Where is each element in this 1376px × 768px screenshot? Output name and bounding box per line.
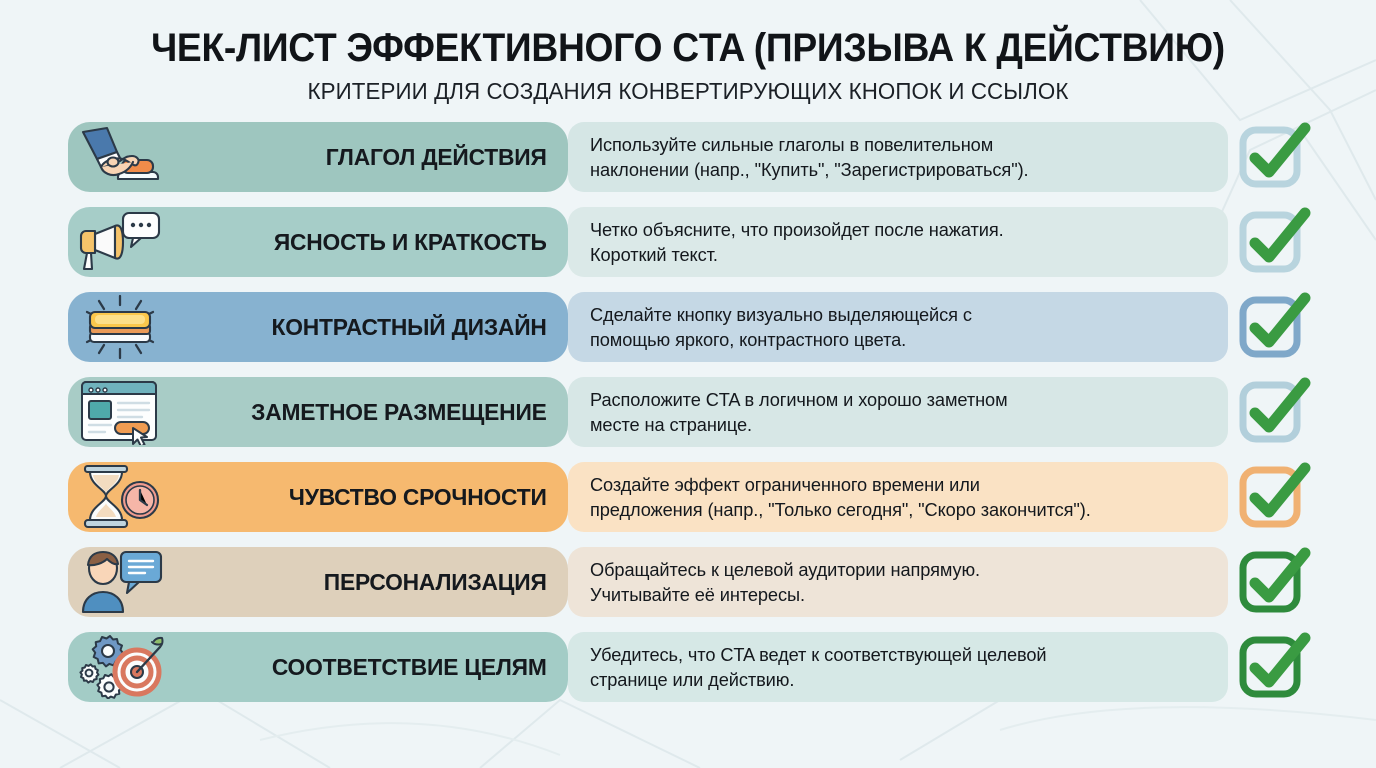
checkbox-checked[interactable] (1238, 461, 1311, 533)
description-line: Обращайтесь к целевой аудитории напрямую… (590, 559, 981, 580)
description-line: странице или действию. (590, 669, 795, 690)
description-line: предложения (напр., "Только сегодня", "С… (590, 499, 1091, 520)
gears-target-icon (68, 632, 172, 702)
description-line: Короткий текст. (590, 244, 718, 265)
checklist-row: ГЛАГОЛ ДЕЙСТВИЯ Используйте сильные глаго… (0, 122, 1376, 192)
description-line: Расположите CTA в логичном и хорошо заме… (590, 389, 1008, 410)
description-line: Сделайте кнопку визуально выделяющейся с (590, 304, 972, 325)
criterion-label: ПЕРСОНАЛИЗАЦИЯ (323, 568, 547, 595)
description-line: Учитывайте её интересы. (590, 584, 805, 605)
criterion-label: СООТВЕТСТВИЕ ЦЕЛЯМ (271, 653, 547, 680)
criterion-pill: КОНТРАСТНЫЙ ДИЗАЙН (68, 292, 568, 362)
megaphone-speech-bubble-icon (68, 207, 172, 277)
description-line: наклонении (напр., "Купить", "Зарегистри… (590, 159, 1029, 180)
description-line: Используйте сильные глаголы в повелитель… (590, 134, 994, 155)
criterion-label: ЗАМЕТНОЕ РАЗМЕЩЕНИЕ (251, 398, 547, 425)
checkbox-checked[interactable] (1238, 206, 1311, 278)
criterion-pill: ЗАМЕТНОЕ РАЗМЕЩЕНИЕ (68, 377, 568, 447)
glowing-button-icon (68, 292, 172, 362)
criterion-description: Расположите CTA в логичном и хорошо заме… (568, 377, 1228, 447)
hand-pressing-button-icon (68, 122, 172, 192)
criterion-description: Четко объясните, что произойдет после на… (568, 207, 1228, 277)
criterion-label: ГЛАГОЛ ДЕЙСТВИЯ (325, 143, 547, 170)
description-line: Убедитесь, что CTA ведет к соответствующ… (590, 644, 1047, 665)
checklist-row: СООТВЕТСТВИЕ ЦЕЛЯМ Убедитесь, что CTA вед… (0, 632, 1376, 702)
checklist-row: КОНТРАСТНЫЙ ДИЗАЙН Сделайте кнопку визуал… (0, 292, 1376, 362)
criterion-description: Обращайтесь к целевой аудитории напрямую… (568, 547, 1228, 617)
checklist-row: ЯСНОСТЬ И КРАТКОСТЬ Четко объясните, что … (0, 207, 1376, 277)
hourglass-clock-icon (68, 462, 172, 532)
checkbox-checked[interactable] (1238, 291, 1311, 363)
checkbox-checked[interactable] (1238, 121, 1311, 193)
person-speech-bubble-icon (68, 547, 172, 617)
criterion-pill: ПЕРСОНАЛИЗАЦИЯ (68, 547, 568, 617)
criterion-description: Сделайте кнопку визуально выделяющейся с… (568, 292, 1228, 362)
checklist-rows: ГЛАГОЛ ДЕЙСТВИЯ Используйте сильные глаго… (0, 122, 1376, 702)
description-line: месте на странице. (590, 414, 753, 435)
criterion-description: Создайте эффект ограниченного времени ил… (568, 462, 1228, 532)
criterion-description: Убедитесь, что CTA ведет к соответствующ… (568, 632, 1228, 702)
page-subtitle: КРИТЕРИИ ДЛЯ СОЗДАНИЯ КОНВЕРТИРУЮЩИХ КНО… (307, 78, 1069, 104)
description-line: помощью яркого, контрастного цвета. (590, 329, 907, 350)
description-line: Создайте эффект ограниченного времени ил… (590, 474, 980, 495)
checkbox-checked[interactable] (1238, 631, 1311, 703)
header: ЧЕК-ЛИСТ ЭФФЕКТИВНОГО CTA (ПРИЗЫВА К ДЕЙ… (0, 0, 1376, 105)
checklist-row: ПЕРСОНАЛИЗАЦИЯ Обращайтесь к целевой ауди… (0, 547, 1376, 617)
criterion-label: ЯСНОСТЬ И КРАТКОСТЬ (273, 228, 547, 255)
criterion-pill: СООТВЕТСТВИЕ ЦЕЛЯМ (68, 632, 568, 702)
webpage-layout-cursor-icon (68, 377, 172, 447)
criterion-description: Используйте сильные глаголы в повелитель… (568, 122, 1228, 192)
page-title: ЧЕК-ЛИСТ ЭФФЕКТИВНОГО CTA (ПРИЗЫВА К ДЕЙ… (151, 26, 1225, 70)
criterion-label: КОНТРАСТНЫЙ ДИЗАЙН (271, 313, 547, 340)
criterion-pill: ЯСНОСТЬ И КРАТКОСТЬ (68, 207, 568, 277)
description-line: Четко объясните, что произойдет после на… (590, 219, 1004, 240)
criterion-pill: ЧУВСТВО СРОЧНОСТИ (68, 462, 568, 532)
criterion-label: ЧУВСТВО СРОЧНОСТИ (288, 483, 547, 510)
checklist-row: ЧУВСТВО СРОЧНОСТИ Создайте эффект огранич… (0, 462, 1376, 532)
checkbox-checked[interactable] (1238, 546, 1311, 618)
checklist-row: ЗАМЕТНОЕ РАЗМЕЩЕНИЕ Расположите CTA в лог… (0, 377, 1376, 447)
checkbox-checked[interactable] (1238, 376, 1311, 448)
criterion-pill: ГЛАГОЛ ДЕЙСТВИЯ (68, 122, 568, 192)
